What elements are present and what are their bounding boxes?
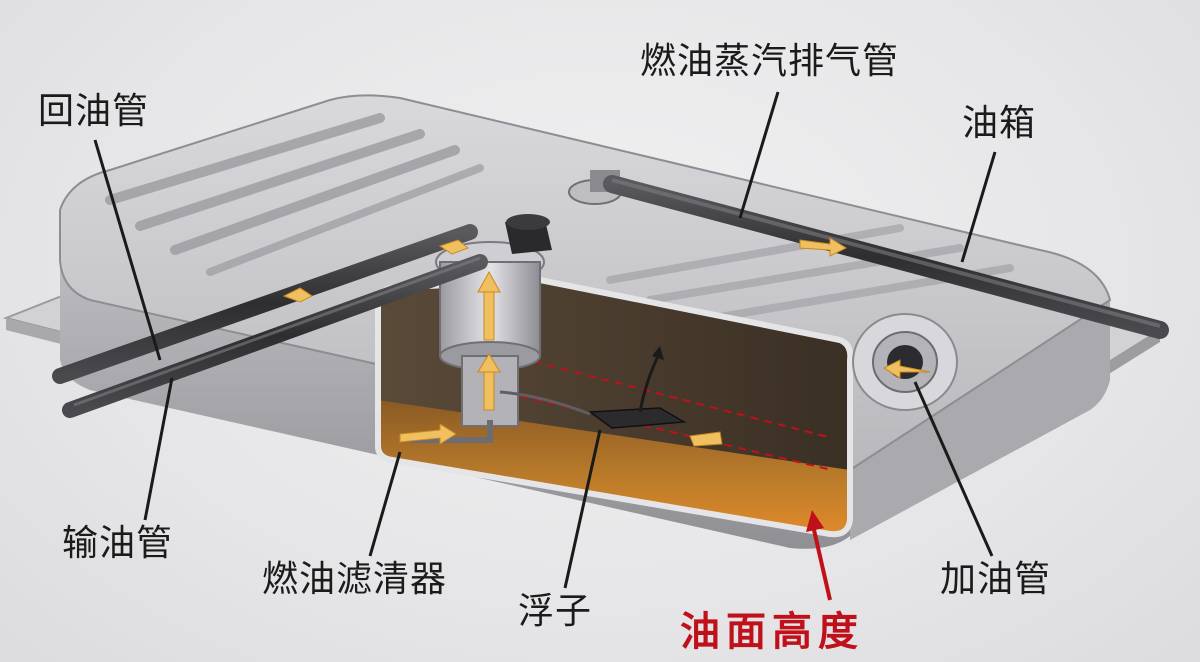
label-fuel-level: 油面高度 bbox=[680, 609, 864, 655]
supply-pipe bbox=[62, 254, 488, 418]
flow-arrow-icon bbox=[689, 431, 723, 447]
leader-line-filter bbox=[368, 451, 402, 557]
filler-neck bbox=[852, 313, 958, 411]
fuel-body bbox=[378, 400, 850, 535]
flow-arrow-icon bbox=[882, 359, 931, 379]
flow-arrow-icon bbox=[483, 289, 495, 341]
label-return-pipe: 回油管 bbox=[38, 91, 150, 132]
leader-line-filler-pipe bbox=[913, 381, 994, 557]
flow-arrow-icon bbox=[399, 423, 457, 445]
float bbox=[499, 390, 687, 429]
flow-arrows bbox=[282, 237, 931, 447]
flow-arrow-icon bbox=[483, 369, 495, 411]
return-pipe bbox=[52, 224, 478, 384]
leader-lines bbox=[93, 91, 997, 589]
fuel-level-line-lower bbox=[519, 395, 833, 471]
leader-line-vapor-vent bbox=[738, 91, 780, 219]
float-motion-arrow-head-icon bbox=[652, 346, 664, 360]
label-float: 浮子 bbox=[518, 591, 593, 632]
leader-line-supply-pipe bbox=[143, 377, 174, 521]
label-filler-pipe: 加油管 bbox=[940, 559, 1052, 600]
flow-arrow-icon bbox=[438, 239, 469, 255]
leader-line-return-pipe bbox=[93, 139, 162, 361]
leader-line-float bbox=[563, 429, 602, 589]
pipes bbox=[52, 175, 1169, 443]
flow-arrow-icon bbox=[477, 353, 501, 373]
fuel-level-arrow-icon bbox=[806, 510, 824, 532]
flow-arrow-icon bbox=[799, 237, 848, 257]
label-supply-pipe: 输油管 bbox=[62, 523, 174, 564]
flow-arrow-icon bbox=[282, 287, 313, 303]
fuel-level-pointer bbox=[806, 510, 832, 601]
label-fuel-tank: 油箱 bbox=[962, 103, 1037, 144]
leader-line-fuel-level bbox=[812, 529, 832, 601]
vapor-vent-pipe bbox=[603, 175, 1169, 339]
flow-arrow-icon bbox=[477, 270, 501, 293]
fuel-level-line-upper bbox=[519, 357, 833, 439]
label-fuel-filter: 燃油滤清器 bbox=[262, 559, 448, 600]
label-vapor-vent-pipe: 燃油蒸汽排气管 bbox=[640, 41, 900, 82]
leader-line-tank bbox=[960, 151, 997, 263]
